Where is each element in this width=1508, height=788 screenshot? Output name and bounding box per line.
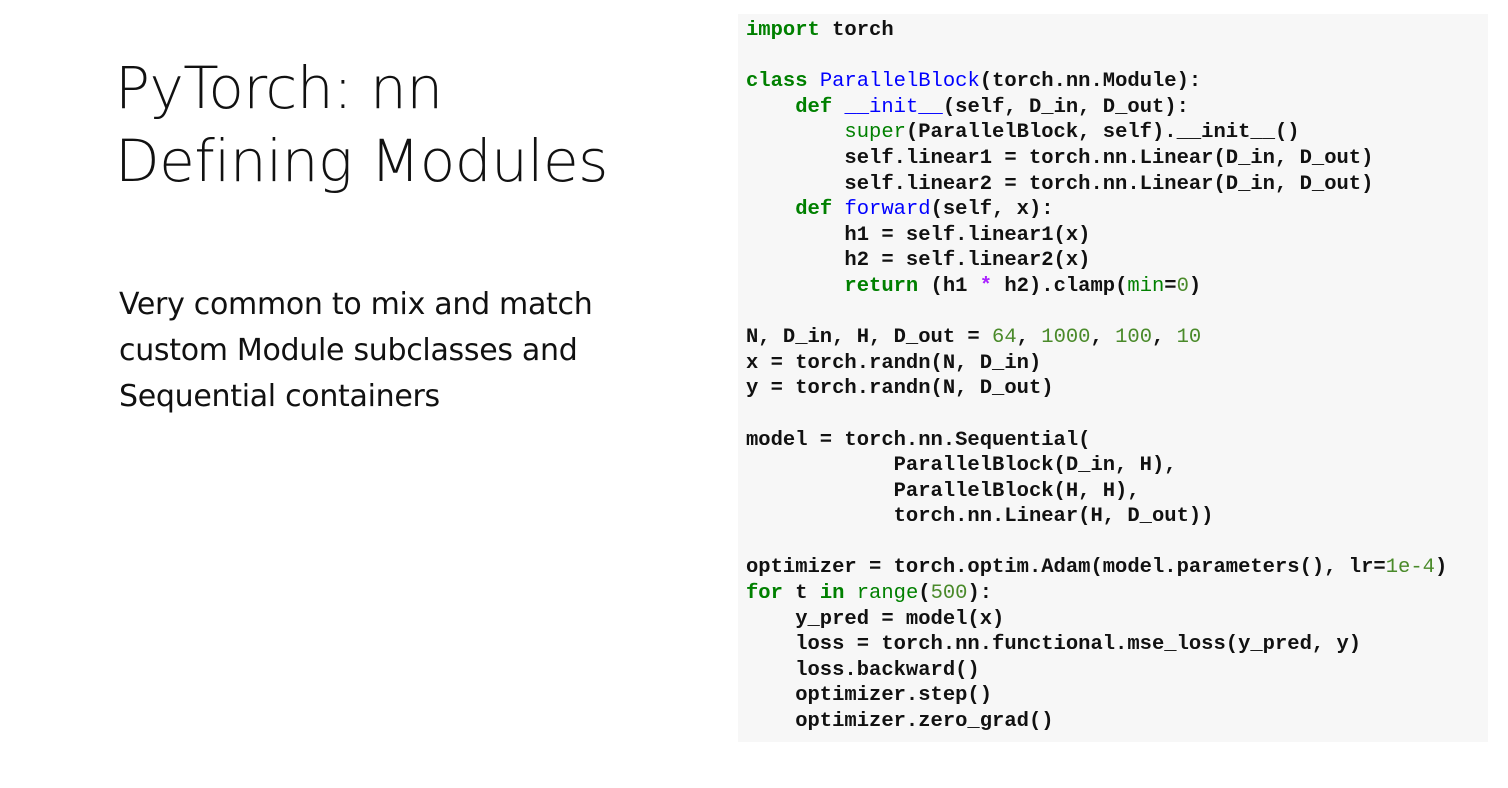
- code-token: model = torch.nn.Sequential(: [746, 428, 1091, 452]
- code-token: *: [979, 274, 993, 298]
- code-line: h2 = self.linear2(x): [746, 248, 1447, 274]
- code-token: import: [746, 19, 820, 42]
- code-token: [808, 70, 820, 93]
- code-token: ParallelBlock: [819, 70, 980, 94]
- code-line: self.linear2 = torch.nn.Linear(D_in, D_o…: [746, 172, 1447, 198]
- code-token: ,: [1016, 326, 1042, 350]
- code-line: optimizer.zero_grad(): [746, 709, 1447, 735]
- body-text-line: Very common to mix and match: [119, 287, 593, 322]
- code-token: (self, x):: [930, 198, 1054, 222]
- code-token: def: [795, 95, 833, 119]
- code-token: h1 = self.linear1(x): [746, 223, 1091, 247]
- code-token: y_pred = model(x): [746, 607, 1005, 631]
- code-token: (torch.nn.Module):: [979, 70, 1202, 94]
- code-token: (: [918, 582, 931, 606]
- code-line: super(ParallelBlock, self).__init__(): [746, 120, 1447, 146]
- code-line: return (h1 * h2).clamp(min=0): [746, 274, 1447, 300]
- code-token: ,: [1152, 326, 1177, 350]
- code-token: ): [1188, 274, 1202, 298]
- code-line: [746, 402, 1447, 428]
- code-line: y = torch.randn(N, D_out): [746, 376, 1447, 402]
- code-token: (self, D_in, D_out):: [942, 95, 1189, 119]
- code-token: return: [844, 274, 919, 298]
- code-token: min: [1127, 274, 1165, 298]
- code-token: [746, 96, 795, 119]
- code-token: [746, 121, 844, 144]
- body-text-line: Sequential containers: [119, 379, 440, 414]
- code-token: __init__: [844, 95, 943, 119]
- code-token: range: [856, 582, 919, 606]
- code-token: loss = torch.nn.functional.mse_loss(y_pr…: [746, 633, 1362, 657]
- code-token: 1000: [1041, 326, 1091, 350]
- code-token: 100: [1115, 326, 1152, 350]
- code-block: import torch class ParallelBlock(torch.n…: [746, 18, 1447, 735]
- code-token: self.linear2 = torch.nn.Linear(D_in, D_o…: [746, 172, 1374, 196]
- code-token: [746, 275, 844, 298]
- code-token: optimizer = torch.optim.Adam(model.param…: [746, 556, 1386, 580]
- code-token: optimizer.step(): [746, 684, 993, 708]
- code-token: t: [782, 582, 820, 606]
- code-line: ParallelBlock(H, H),: [746, 479, 1447, 505]
- code-token: forward: [844, 198, 931, 222]
- code-token: torch: [819, 19, 894, 42]
- code-line: [746, 44, 1447, 70]
- code-line: self.linear1 = torch.nn.Linear(D_in, D_o…: [746, 146, 1447, 172]
- code-token: loss.backward(): [746, 658, 980, 682]
- code-token: ): [1434, 556, 1448, 580]
- code-line: import torch: [746, 18, 1447, 44]
- code-token: h2).clamp(: [992, 274, 1128, 298]
- code-token: [832, 96, 844, 119]
- code-token: class: [746, 70, 808, 94]
- code-token: =: [1164, 274, 1177, 298]
- code-panel: import torch class ParallelBlock(torch.n…: [738, 14, 1488, 742]
- code-token: for: [746, 582, 783, 606]
- code-line: y_pred = model(x): [746, 607, 1447, 633]
- code-line: optimizer = torch.optim.Adam(model.param…: [746, 555, 1447, 581]
- slide-title-line: Defining Modules: [115, 127, 608, 195]
- code-token: 10: [1176, 326, 1202, 350]
- code-token: ):: [967, 582, 993, 606]
- code-line: [746, 530, 1447, 556]
- code-token: 64: [992, 326, 1017, 350]
- code-token: self.linear1 = torch.nn.Linear(D_in, D_o…: [746, 146, 1374, 170]
- code-line: loss.backward(): [746, 658, 1447, 684]
- code-token: def: [795, 198, 833, 222]
- code-line: def __init__(self, D_in, D_out):: [746, 95, 1447, 121]
- code-token: ParallelBlock(H, H),: [746, 479, 1140, 503]
- code-line: optimizer.step(): [746, 683, 1447, 709]
- code-line: h1 = self.linear1(x): [746, 223, 1447, 249]
- slide-body-text: Very common to mix and match custom Modu…: [119, 282, 679, 420]
- code-line: def forward(self, x):: [746, 197, 1447, 223]
- code-token: in: [819, 582, 845, 606]
- code-token: super: [844, 121, 906, 145]
- code-line: loss = torch.nn.functional.mse_loss(y_pr…: [746, 632, 1447, 658]
- code-line: ParallelBlock(D_in, H),: [746, 453, 1447, 479]
- code-token: ,: [1090, 326, 1116, 350]
- code-token: optimizer.zero_grad(): [746, 710, 1054, 734]
- code-line: model = torch.nn.Sequential(: [746, 428, 1447, 454]
- code-token: torch.nn.Linear(H, D_out)): [746, 505, 1214, 529]
- slide-title: PyTorch: nn Defining Modules: [115, 52, 608, 198]
- body-text-line: custom Module subclasses and: [119, 333, 578, 368]
- code-token: [844, 582, 856, 605]
- code-token: 0: [1176, 274, 1189, 298]
- code-line: torch.nn.Linear(H, D_out)): [746, 504, 1447, 530]
- code-token: (ParallelBlock, self).__init__(): [905, 121, 1300, 145]
- code-token: y = torch.randn(N, D_out): [746, 377, 1054, 401]
- code-line: for t in range(500):: [746, 581, 1447, 607]
- code-line: [746, 300, 1447, 326]
- code-token: [746, 198, 795, 221]
- code-token: (h1: [918, 274, 980, 298]
- code-line: x = torch.randn(N, D_in): [746, 351, 1447, 377]
- code-token: N, D_in, H, D_out =: [746, 326, 993, 350]
- code-token: 1e-4: [1385, 556, 1435, 580]
- code-token: h2 = self.linear2(x): [746, 249, 1091, 273]
- code-line: class ParallelBlock(torch.nn.Module):: [746, 69, 1447, 95]
- code-token: x = torch.randn(N, D_in): [746, 351, 1042, 375]
- slide-title-line: PyTorch: nn: [115, 54, 443, 122]
- code-token: [832, 198, 844, 221]
- code-line: N, D_in, H, D_out = 64, 1000, 100, 10: [746, 325, 1447, 351]
- code-token: ParallelBlock(D_in, H),: [746, 454, 1177, 478]
- code-token: 500: [930, 582, 968, 606]
